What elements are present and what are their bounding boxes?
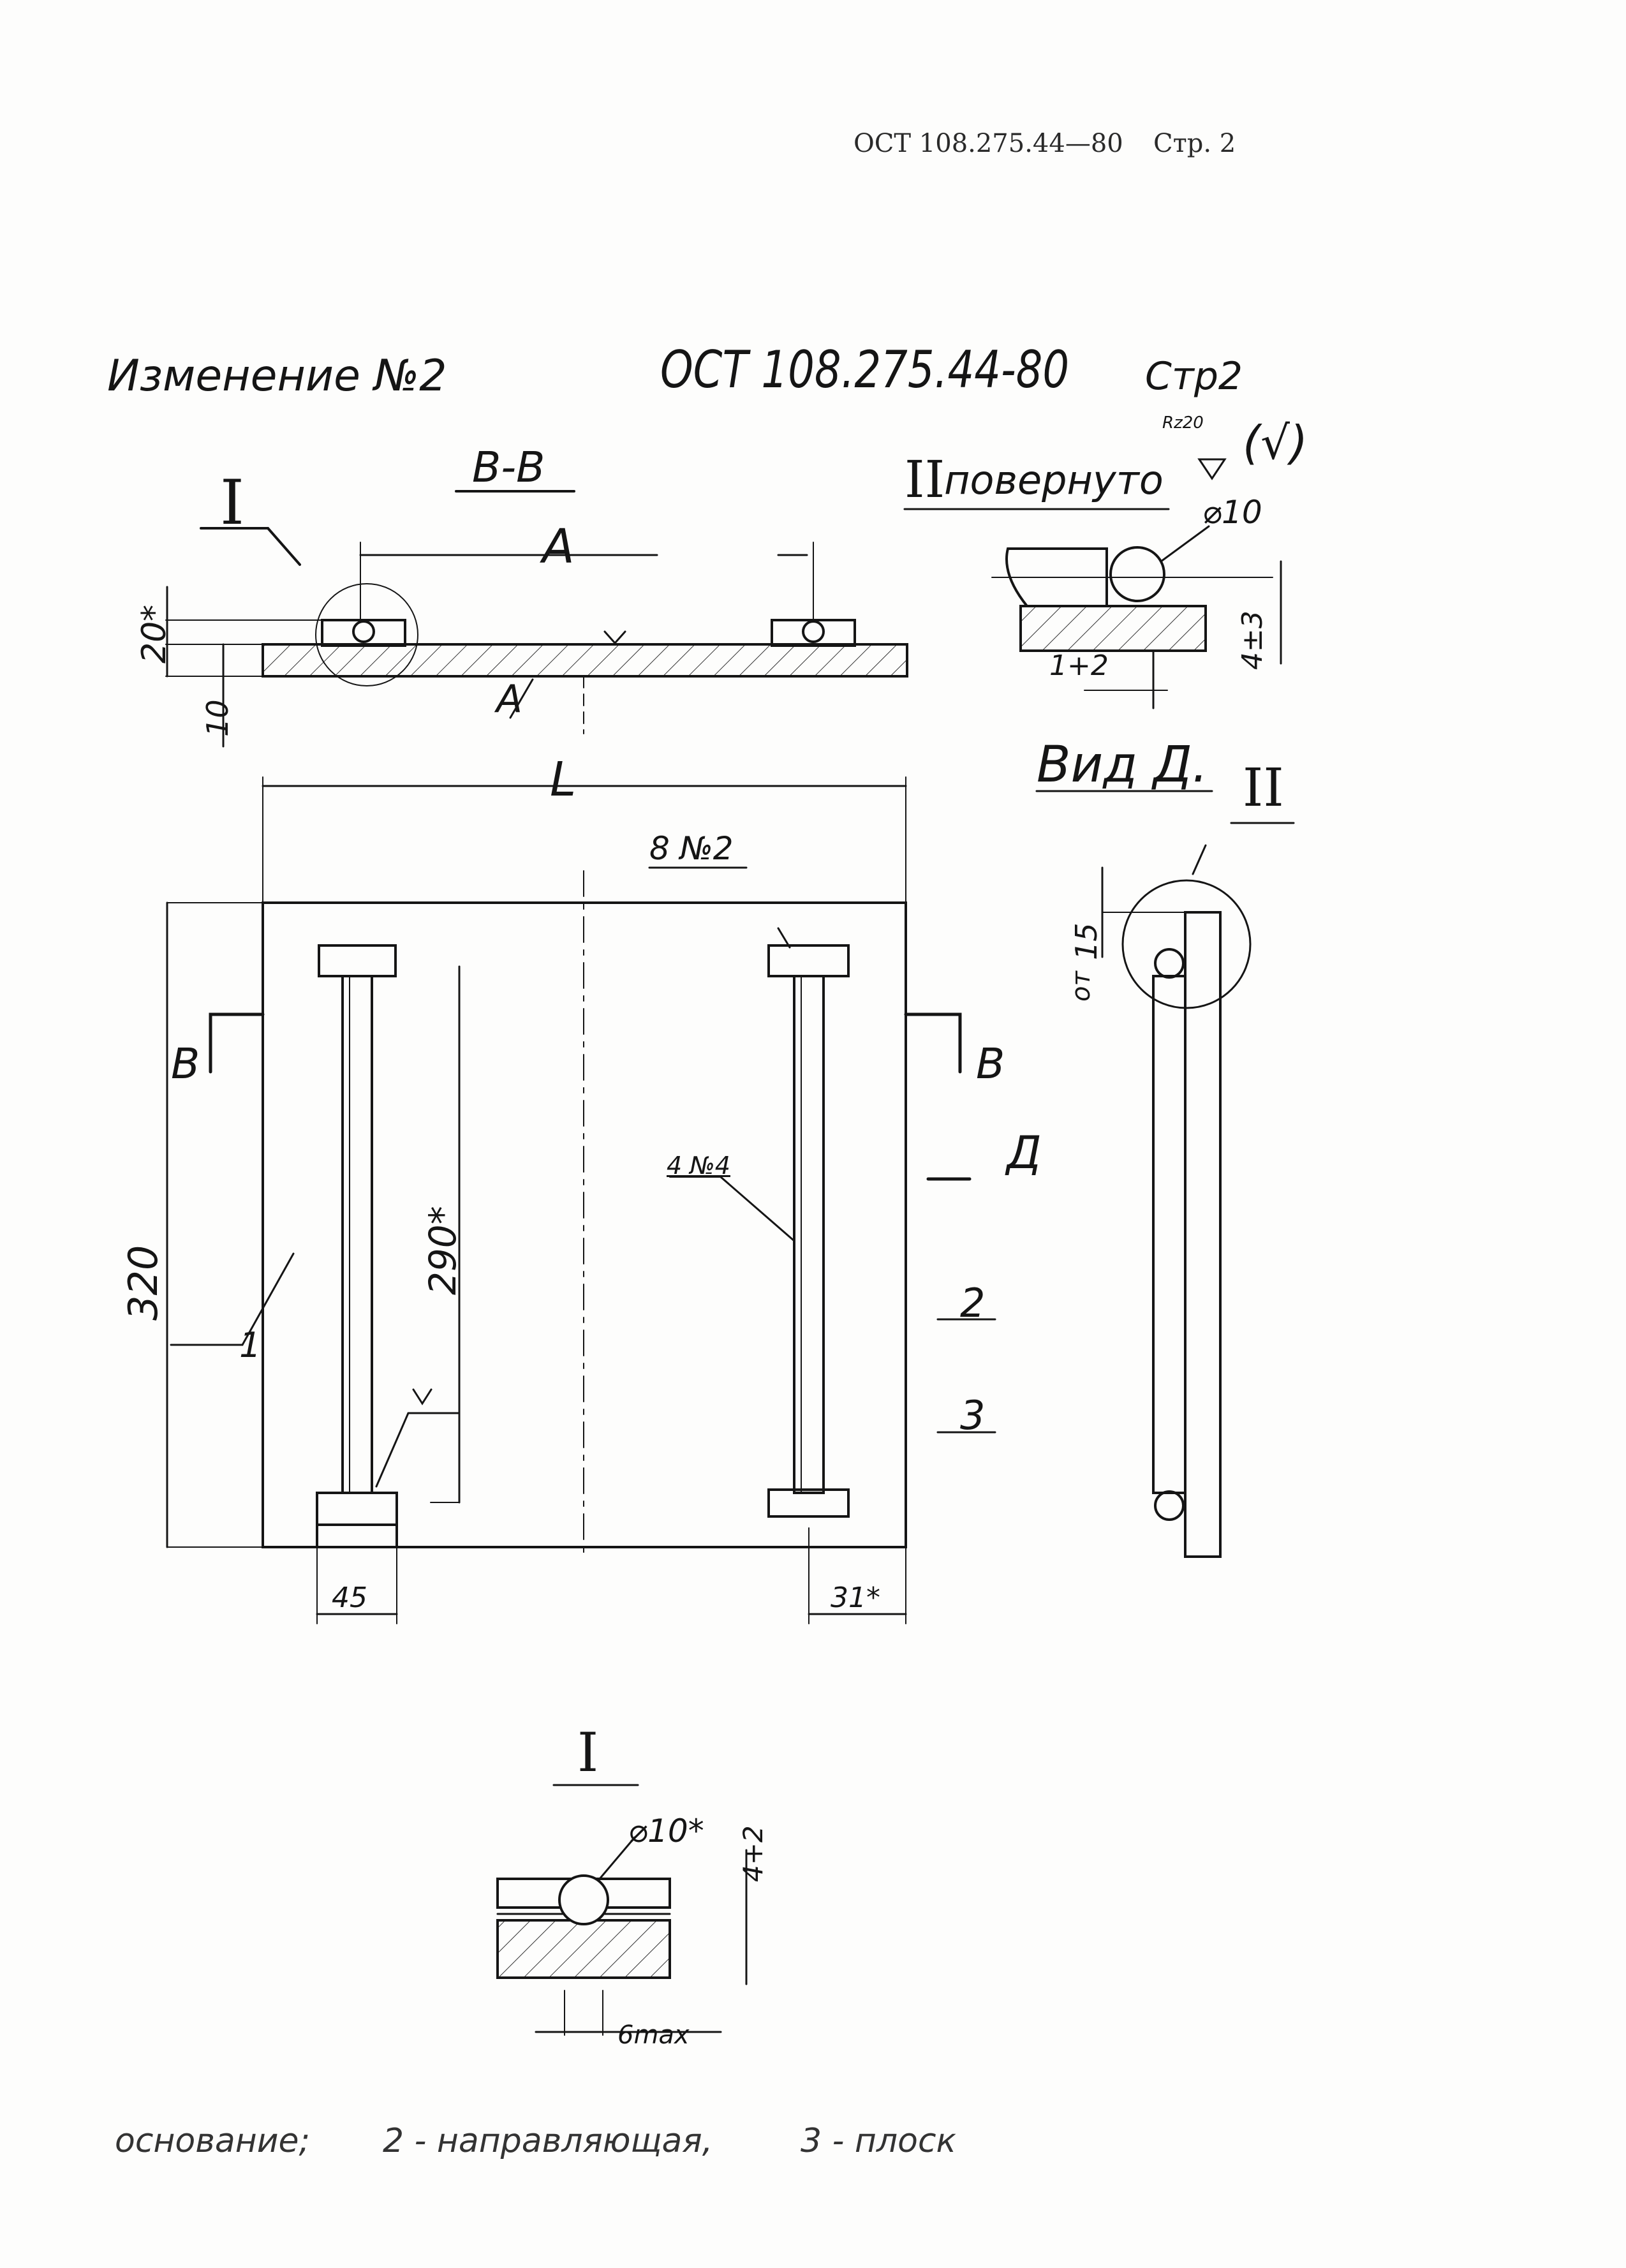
detail-i-diameter-leader <box>600 1837 635 1879</box>
sheet-title: Изменение №2 <box>107 351 447 401</box>
view-d-rod-end-top <box>1155 949 1183 977</box>
weld-symbol-plan <box>413 1390 431 1404</box>
detail-ii-diameter: ⌀10 <box>1202 494 1262 531</box>
section-a-leader <box>510 679 533 718</box>
view-d-callout: II <box>1243 758 1284 819</box>
detail-ii-numeral: II <box>905 450 945 509</box>
cut-mark-right <box>906 1014 960 1072</box>
guide-right-bottom-cap <box>769 1490 848 1516</box>
callout-i-leader-2 <box>268 528 300 565</box>
cut-mark-left <box>211 1014 263 1021</box>
guide-left-bottom-foot <box>317 1525 397 1547</box>
callout-i: I <box>220 467 244 538</box>
roughness-value: Rz20 <box>1162 413 1204 433</box>
cut-b-right: В <box>976 1039 1005 1088</box>
detail-ii-guide <box>1007 549 1107 606</box>
view-d-plate <box>1185 912 1220 1557</box>
roughness-triangle <box>1199 459 1225 478</box>
roughness-bracket: (√) <box>1243 416 1308 470</box>
view-d-title: Вид Д. <box>1037 736 1208 794</box>
detail-ii-diameter-leader <box>1161 526 1209 561</box>
note-8-leader <box>778 928 790 947</box>
guide-left-bottom-cap <box>317 1493 397 1525</box>
section-a-label: А <box>496 677 523 722</box>
guide-right-top-cap <box>769 945 848 976</box>
detail-ii-circle <box>1123 880 1250 1008</box>
weld-symbol-section <box>605 632 625 643</box>
sheet-page: Стр2 <box>1145 354 1243 399</box>
legend-item-2: 2 - направляющая, <box>383 2122 713 2160</box>
view-d-rod-end-bottom <box>1155 1492 1183 1520</box>
item-1-leader <box>242 1254 293 1345</box>
detail-ii-dim-left: 1+2 <box>1049 649 1109 682</box>
dim-31: 31* <box>831 1582 880 1614</box>
dim-a-label: А <box>542 519 575 574</box>
detail-ii-rod <box>1111 547 1164 601</box>
rod-section-right <box>803 621 824 642</box>
header-page: Стр. 2 <box>1153 129 1236 158</box>
detail-i-dim-bottom: 6max <box>617 2020 690 2050</box>
header-standard: ОСТ 108.275.44—80 <box>854 129 1123 158</box>
view-d-callout-leader <box>1193 845 1206 874</box>
sheet-standard: ОСТ 108.275.44-80 <box>660 340 1070 399</box>
section-bb-title: В-В <box>472 443 545 492</box>
item-2-label: 2 <box>960 1280 986 1326</box>
base-plate-section <box>263 644 907 676</box>
note-4-leader <box>721 1177 794 1241</box>
detail-ii-title: повернуто <box>944 457 1164 503</box>
legend-item-3: 3 - плоск <box>801 2122 956 2160</box>
detail-i-rod <box>559 1876 608 1924</box>
legend-item-1: основание; <box>115 2122 311 2160</box>
item-3-label: 3 <box>960 1392 986 1439</box>
note-4: 4 №4 <box>667 1152 730 1180</box>
detail-i-circle <box>316 584 418 686</box>
view-d-arrow-label: Д <box>1007 1127 1042 1179</box>
view-d-rod <box>1153 976 1185 1493</box>
guide-left-rod <box>343 976 372 1493</box>
dim-45: 45 <box>332 1582 367 1614</box>
weld-leader-plan <box>376 1413 408 1486</box>
guide-left-top-cap <box>319 945 395 976</box>
detail-i-diameter: ⌀10* <box>628 1812 704 1849</box>
detail-i-plate <box>498 1920 670 1978</box>
dim-length: L <box>550 752 577 807</box>
guide-right-rod <box>794 976 824 1493</box>
rod-section-left <box>353 621 374 642</box>
cut-b-left: В <box>171 1039 200 1088</box>
detail-ii-plate <box>1021 606 1206 651</box>
note-8: 8 №2 <box>649 830 734 867</box>
detail-i-numeral: I <box>577 1721 599 1784</box>
